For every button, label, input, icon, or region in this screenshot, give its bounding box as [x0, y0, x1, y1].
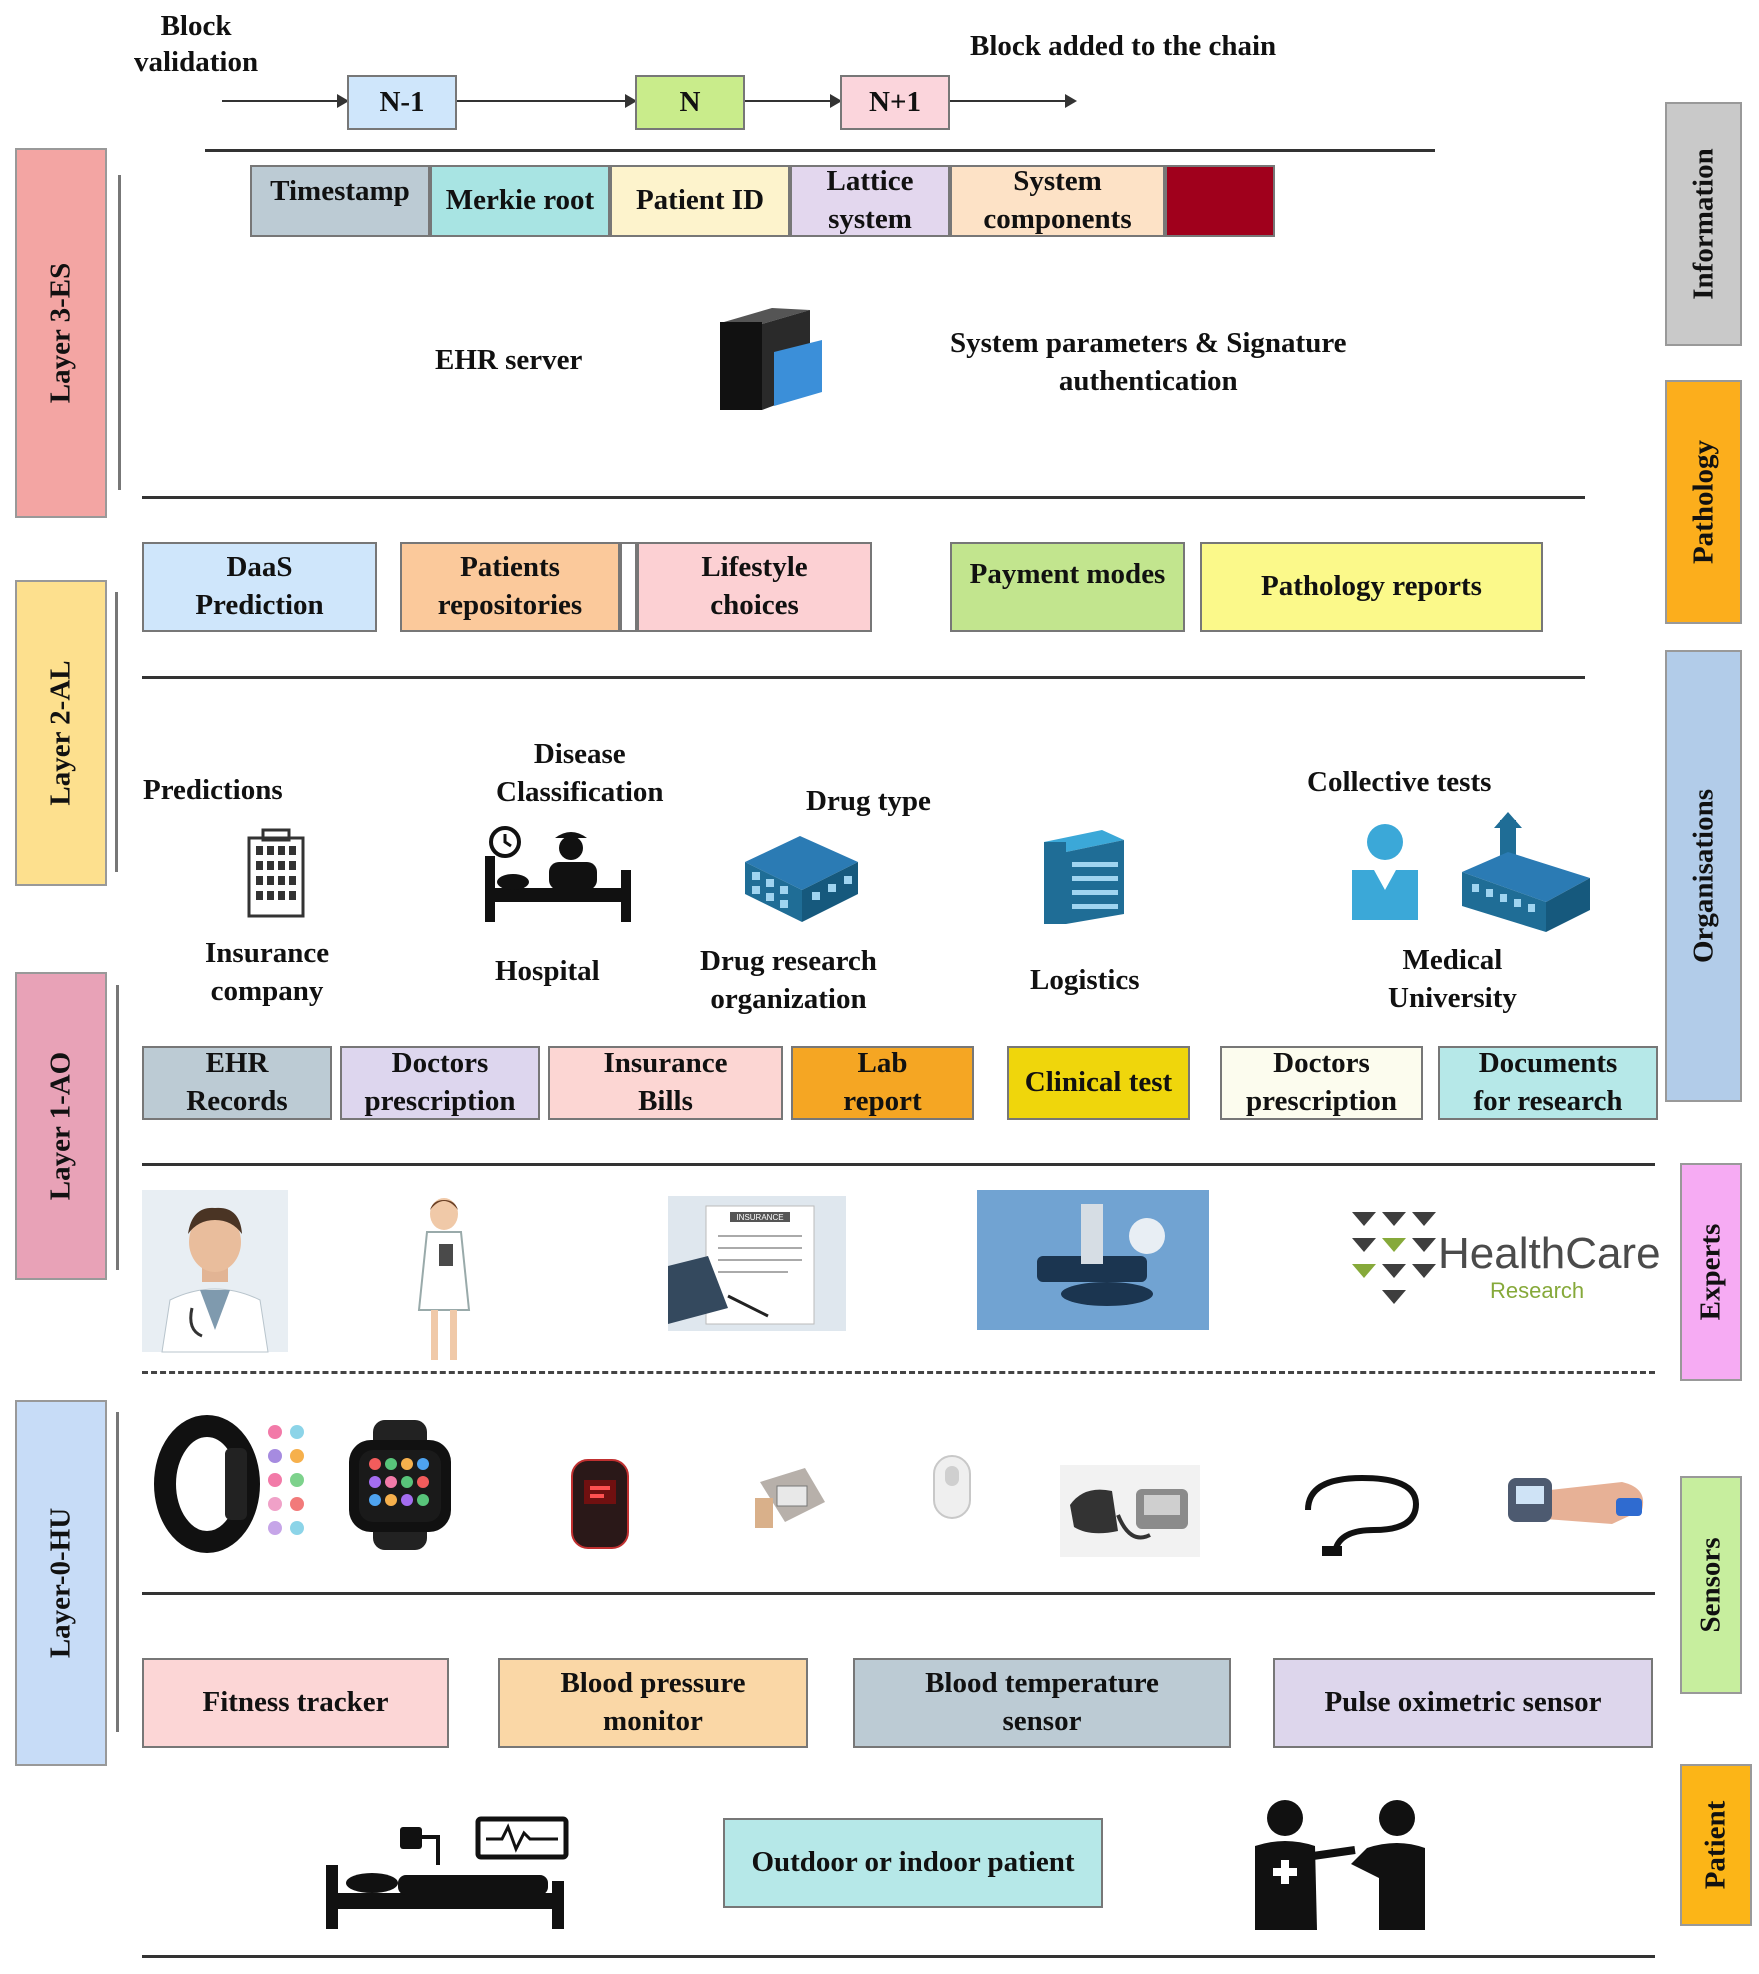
box-blood-temperature-sensor: Blood temperature sensor: [853, 1658, 1231, 1748]
field-patient-id: Patient ID: [610, 165, 790, 237]
experts-dashed-separator: [142, 1371, 1655, 1374]
block-n-plus-1: N+1: [840, 75, 950, 130]
chain-arrow-3: [745, 94, 842, 108]
block-validation-label: Block validation: [134, 10, 259, 79]
drug-research-building-icon: [745, 836, 858, 922]
experts-tab: Experts: [1680, 1163, 1742, 1381]
box-doctors-prescription-2: Doctors prescription: [1220, 1046, 1423, 1120]
layer1-separator: [142, 1163, 1655, 1166]
bottom-separator: [142, 1955, 1655, 1958]
information-tab: Information: [1665, 102, 1742, 346]
nurse-image: [417, 1198, 471, 1360]
logistics-building-icon: [1044, 830, 1124, 924]
hospital-bed-icon: [485, 826, 631, 922]
healthcare-logo-text: HealthCare: [1438, 1229, 1661, 1278]
box-outdoor-indoor-patient: Outdoor or indoor patient: [723, 1818, 1103, 1908]
fitness-band-image: [154, 1415, 304, 1553]
layer0-hu-tab: Layer-0-HU: [15, 1400, 107, 1766]
temperature-sensor-image: [933, 1455, 971, 1519]
box-daas-prediction: DaaS Prediction: [142, 542, 377, 632]
box-clinical-test: Clinical test: [1007, 1046, 1190, 1120]
box-lab-report: Lab report: [791, 1046, 974, 1120]
field-lattice-system: Lattice system: [790, 165, 950, 237]
layer2-separator: [142, 676, 1585, 679]
layer3-separator: [142, 496, 1585, 499]
box-gap: [620, 542, 637, 632]
chain-separator: [205, 149, 1435, 152]
box-patients-repositories: Patients repositories: [400, 542, 620, 632]
drug-type-label: Drug type: [806, 785, 931, 817]
box-insurance-bills: Insurance Bills: [548, 1046, 783, 1120]
bp-cuff-image: [755, 1468, 825, 1528]
box-payment-modes: Payment modes: [950, 542, 1185, 632]
doctor-patient-icon: [1255, 1800, 1425, 1930]
insurance-doc-text: INSURANCE: [736, 1213, 783, 1222]
box-ehr-records: EHR Records: [142, 1046, 332, 1120]
layer1-guide-line: [116, 985, 119, 1270]
signature-label: System parameters & Signature authentica…: [950, 327, 1347, 397]
oximetric-probe-cable-image: [1305, 1474, 1420, 1556]
insurance-document-image: INSURANCE: [668, 1196, 846, 1331]
field-merkle-root: Merkie root: [430, 165, 610, 237]
medical-university-label: Medical University: [1388, 944, 1517, 1014]
doctor-image: [142, 1190, 288, 1353]
layer2-al-tab: Layer 2-AL: [15, 580, 107, 886]
healthcare-research-logo: HealthCare Research: [1352, 1212, 1661, 1304]
block-added-label: Block added to the chain: [970, 30, 1277, 62]
box-pulse-oximetric-sensor: Pulse oximetric sensor: [1273, 1658, 1653, 1748]
patient-bed-monitor-icon: [326, 1816, 569, 1929]
medical-university-icon: [1352, 812, 1590, 932]
layer3-guide-line: [118, 175, 121, 490]
disease-classification-label: Disease Classification: [496, 738, 664, 808]
smartwatch-image: [349, 1420, 451, 1550]
layer0-guide-line: [116, 1412, 119, 1732]
sensors-tab: Sensors: [1680, 1476, 1742, 1694]
box-pathology-reports: Pathology reports: [1200, 542, 1543, 632]
server-icon: [720, 308, 822, 410]
collective-tests-label: Collective tests: [1307, 766, 1492, 798]
layer2-guide-line: [115, 592, 118, 872]
logistics-label: Logistics: [1030, 964, 1140, 996]
box-doctors-prescription-1: Doctors prescription: [340, 1046, 540, 1120]
field-red-block: [1165, 165, 1275, 237]
box-lifestyle-choices: Lifestyle choices: [637, 542, 872, 632]
layer1-ao-tab: Layer 1-AO: [15, 972, 107, 1280]
field-timestamp: Timestamp: [250, 165, 430, 237]
hospital-label: Hospital: [495, 955, 600, 987]
wrist-oximeter-image: [1508, 1478, 1644, 1524]
block-n: N: [635, 75, 745, 130]
pulse-oximeter-device-image: [571, 1459, 629, 1549]
chain-arrow-4: [950, 94, 1077, 108]
box-fitness-tracker: Fitness tracker: [142, 1658, 449, 1748]
insurance-building-icon: [247, 828, 305, 918]
ehr-server-label: EHR server: [435, 344, 583, 376]
layer3-es-tab: Layer 3-ES: [15, 148, 107, 518]
research-logo-text: Research: [1490, 1278, 1584, 1303]
patient-tab: Patient: [1680, 1764, 1752, 1926]
organisations-tab: Organisations: [1665, 650, 1742, 1102]
insurance-company-label: Insurance company: [205, 937, 330, 1007]
chain-arrow-2: [457, 94, 637, 108]
drug-research-label: Drug research organization: [700, 945, 877, 1015]
pathology-tab: Pathology: [1665, 380, 1742, 624]
chain-arrow-1: [222, 94, 349, 108]
box-blood-pressure-monitor: Blood pressure monitor: [498, 1658, 808, 1748]
sensors-separator: [142, 1592, 1655, 1595]
predictions-label: Predictions: [143, 774, 283, 806]
blood-pressure-monitor-image: [1060, 1465, 1200, 1557]
box-documents-research: Documents for research: [1438, 1046, 1658, 1120]
field-system-components: System components: [950, 165, 1165, 237]
block-n-minus-1: N-1: [347, 75, 457, 130]
microscope-lab-image: [977, 1190, 1209, 1330]
